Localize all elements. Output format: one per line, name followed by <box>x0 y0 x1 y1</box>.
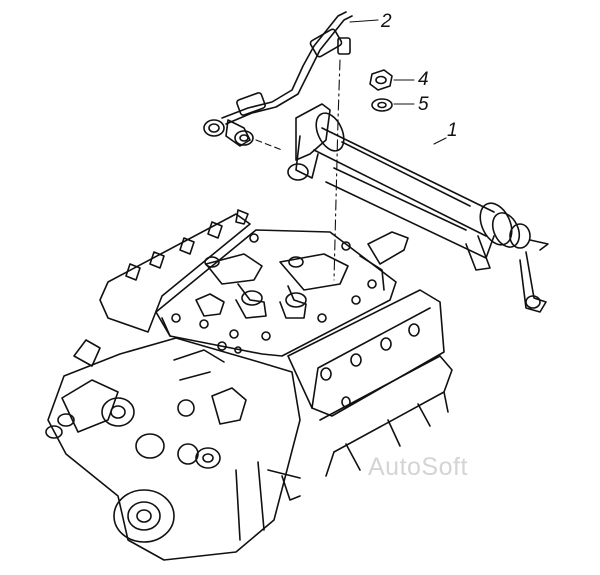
centre-line <box>333 59 341 281</box>
cylinder-part-1 <box>287 103 549 313</box>
callout-5: 5 <box>418 94 429 115</box>
engine-block <box>45 209 453 561</box>
leader-lines <box>349 19 447 145</box>
callout-2: 2 <box>381 11 392 32</box>
plate-bolts <box>171 233 377 341</box>
washer-part-5 <box>371 98 393 112</box>
watermark: AutoSoft <box>368 453 468 481</box>
callout-4: 4 <box>418 69 429 90</box>
callout-1: 1 <box>447 120 458 141</box>
nut-part-4 <box>369 69 393 91</box>
fuel-pipe-part-2 <box>203 11 353 147</box>
